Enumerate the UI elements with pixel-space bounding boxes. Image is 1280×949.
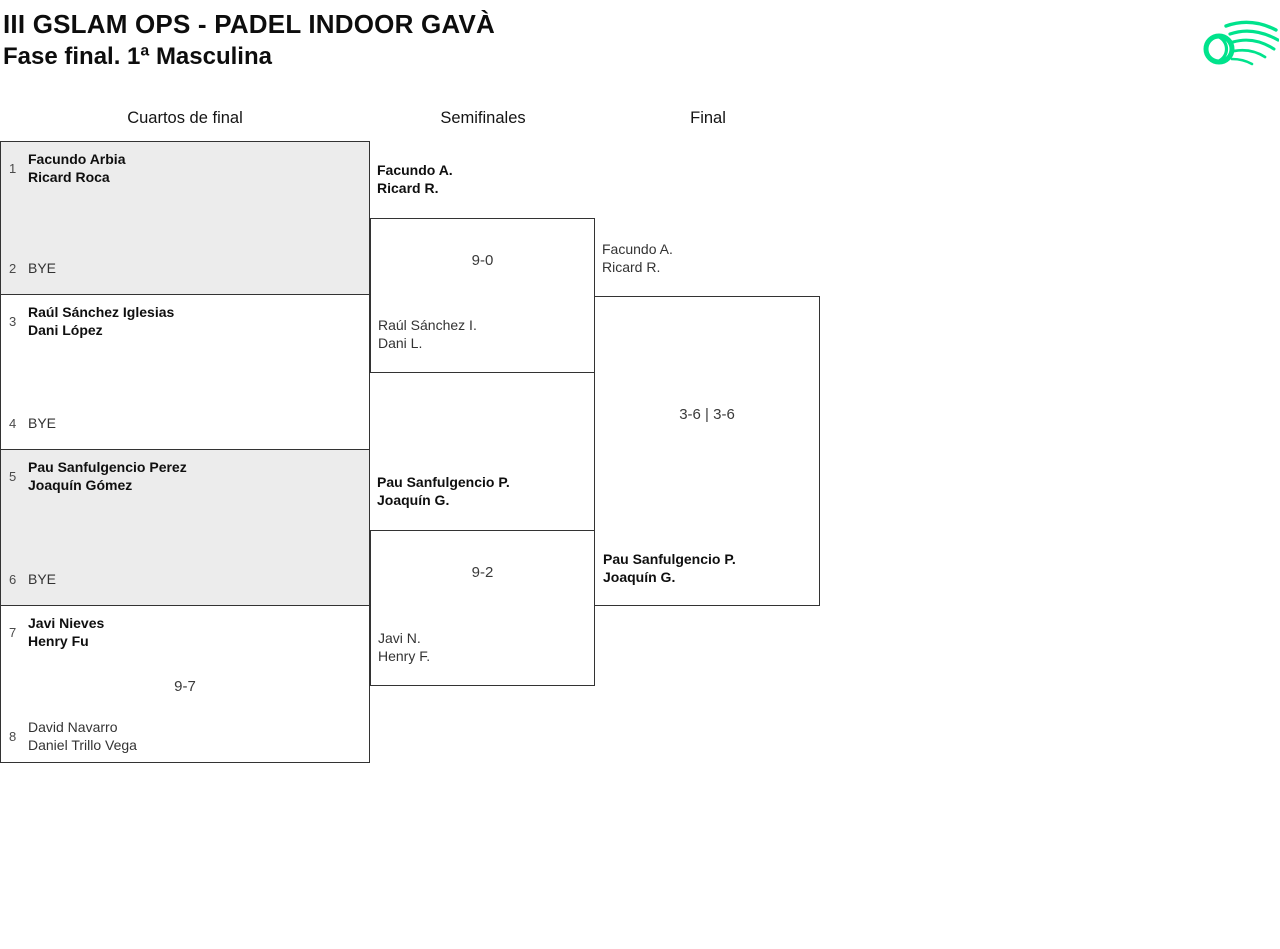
player-name: Facundo Arbia — [28, 151, 126, 167]
seed-number: 7 — [9, 624, 17, 640]
player-name: Ricard R. — [602, 259, 661, 275]
player-name: Pau Sanfulgencio P. — [377, 474, 510, 490]
player-name: Ricard Roca — [28, 169, 110, 185]
player-name: David Navarro — [28, 719, 118, 735]
seed-number: 1 — [9, 160, 17, 176]
qf-match-1: 1 Facundo Arbia Ricard Roca 2 BYE — [0, 141, 370, 295]
seed-number: 3 — [9, 313, 17, 329]
team-names: Raúl Sánchez Iglesias Dani López — [28, 303, 174, 339]
team-names: Javi Nieves Henry Fu — [28, 614, 104, 650]
team-names: BYE — [28, 414, 56, 432]
player-name: Javi N. — [378, 630, 421, 646]
qf-match-4: 7 Javi Nieves Henry Fu 9-7 8 David Navar… — [0, 606, 370, 763]
qf3-slot-top: 5 Pau Sanfulgencio Perez Joaquín Gómez — [9, 458, 187, 494]
seed-number: 5 — [9, 468, 17, 484]
sf2-lower-team: Javi N. Henry F. — [378, 629, 430, 665]
sf2-advancing-team: Pau Sanfulgencio P. Joaquín G. — [377, 473, 510, 509]
qf4-slot-bottom: 8 David Navarro Daniel Trillo Vega — [9, 718, 137, 754]
final-match: 3-6 | 3-6 Pau Sanfulgencio P. Joaquín G. — [594, 296, 820, 606]
page-title: III GSLAM OPS - PADEL INDOOR GAVÀ — [3, 9, 495, 39]
bye-label: BYE — [28, 415, 57, 431]
column-header-cuartos: Cuartos de final — [127, 109, 243, 127]
qf2-slot-bottom: 4 BYE — [9, 414, 56, 432]
final-upper-team: Facundo A. Ricard R. — [602, 240, 673, 276]
match-score: 9-2 — [471, 564, 494, 581]
player-name: Henry F. — [378, 648, 431, 664]
seed-number: 4 — [9, 415, 17, 431]
bye-label: BYE — [28, 571, 57, 587]
qf3-slot-bottom: 6 BYE — [9, 570, 56, 588]
sf1-advancing-team: Facundo A. Ricard R. — [377, 161, 453, 197]
qf-match-3: 5 Pau Sanfulgencio Perez Joaquín Gómez 6… — [0, 450, 370, 606]
player-name: Joaquín Gómez — [28, 477, 133, 493]
player-name: Henry Fu — [28, 633, 89, 649]
qf-match-2: 3 Raúl Sánchez Iglesias Dani López 4 BYE — [0, 295, 370, 450]
match-score: 9-0 — [471, 252, 494, 269]
seed-number: 6 — [9, 571, 17, 587]
player-name: Facundo A. — [602, 241, 673, 257]
player-name: Daniel Trillo Vega — [28, 737, 137, 753]
player-name: Raúl Sánchez Iglesias — [28, 304, 175, 320]
bye-label: BYE — [28, 260, 57, 276]
seed-number: 8 — [9, 728, 17, 744]
player-name: Javi Nieves — [28, 615, 105, 631]
sf1-lower-team: Raúl Sánchez I. Dani L. — [378, 316, 477, 352]
qf1-slot-bottom: 2 BYE — [9, 259, 56, 277]
player-name: Raúl Sánchez I. — [378, 317, 477, 333]
seed-number: 2 — [9, 260, 17, 276]
player-name: Joaquín G. — [377, 492, 450, 508]
qf4-slot-top: 7 Javi Nieves Henry Fu — [9, 614, 104, 650]
player-name: Ricard R. — [377, 180, 439, 196]
qf2-slot-top: 3 Raúl Sánchez Iglesias Dani López — [9, 303, 174, 339]
column-header-final: Final — [690, 109, 726, 127]
match-score: 9-7 — [174, 678, 196, 695]
final-winner-team: Pau Sanfulgencio P. Joaquín G. — [603, 550, 736, 586]
column-header-semifinales: Semifinales — [440, 109, 526, 127]
team-names: BYE — [28, 570, 56, 588]
player-name: Pau Sanfulgencio Perez — [28, 459, 187, 475]
player-name: Dani L. — [378, 335, 423, 351]
team-names: Facundo Arbia Ricard Roca — [28, 150, 126, 186]
sf-match-2: 9-2 Javi N. Henry F. — [370, 530, 595, 686]
team-names: David Navarro Daniel Trillo Vega — [28, 718, 137, 754]
player-name: Facundo A. — [377, 162, 453, 178]
player-name: Dani López — [28, 322, 103, 338]
padel-ball-swoosh-icon — [1203, 20, 1279, 66]
player-name: Pau Sanfulgencio P. — [603, 551, 736, 567]
sf-match-1: 9-0 Raúl Sánchez I. Dani L. — [370, 218, 595, 373]
qf1-slot-top: 1 Facundo Arbia Ricard Roca — [9, 150, 126, 186]
player-name: Joaquín G. — [603, 569, 676, 585]
final-score: 3-6 | 3-6 — [679, 406, 735, 423]
team-names: Pau Sanfulgencio Perez Joaquín Gómez — [28, 458, 187, 494]
page-subtitle: Fase final. 1ª Masculina — [3, 43, 272, 70]
team-names: BYE — [28, 259, 56, 277]
